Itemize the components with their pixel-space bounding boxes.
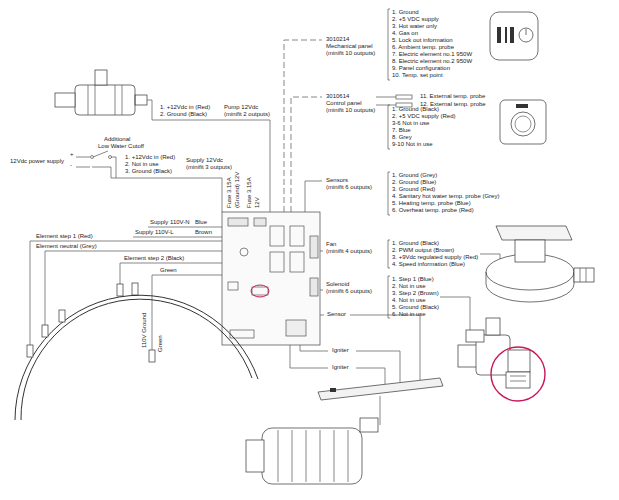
wire-label: Element step 2 (Black) [124, 255, 184, 262]
pin-label: 4. Sanitary hot water temp. probe (Grey) [392, 193, 499, 200]
fuse-label: (Ground) 12V [234, 172, 241, 208]
part-number: 3010614 [326, 93, 349, 100]
pin-label: 2. +5 VDC supply (Red) [392, 113, 456, 120]
wire-label: Element neutral (Grey) [36, 243, 97, 250]
pin-label: 1. Ground (Black) [392, 106, 439, 113]
pin-label: 1. +12Vdc in (Red) [125, 154, 175, 161]
connector-note: (minifit 2 outputs) [224, 111, 270, 118]
wire-color: Green [157, 335, 164, 352]
pin-label: 6. Overheat temp. probe (Red) [392, 207, 474, 214]
connector-note: (minifit 10 outputs) [326, 107, 375, 114]
wire-label: 110V Ground [141, 313, 148, 348]
pin-label: 9. Panel configuration [392, 65, 450, 72]
pin-label: 7. Blue [392, 127, 411, 134]
pin-label: 2. Not in use [125, 161, 159, 168]
wire-label: Supply 110V-N [150, 219, 190, 226]
wire-color: Brown [195, 229, 212, 236]
pin-label: 2. PWM output (Brown) [392, 247, 454, 254]
pin-label: 2. Ground (Black) [160, 111, 207, 118]
part-name: Low Water Cutoff [98, 143, 144, 150]
wire-color: Green [160, 267, 177, 274]
pin-label: 5. Heating temp. probe (Blue) [392, 200, 471, 207]
pin-label: 2. +5 VDC supply [392, 16, 439, 23]
part-name: Sensors [326, 177, 348, 184]
part-name: Sensor [327, 311, 346, 318]
fuse-label: Fuse 3.15A [226, 177, 233, 208]
pin-label: 1. +12Vdc in (Red) [160, 104, 210, 111]
fuse-label: Fuse 3.15A [246, 177, 253, 208]
pin-label: 1. Ground (Grey) [392, 172, 437, 179]
pin-label: 3-6 Not in use [392, 120, 429, 127]
part-name: Pump 12Vdc [224, 104, 258, 111]
part-name: Additional [104, 136, 130, 143]
connector-note: (minifit 6 outputs) [326, 288, 372, 295]
pin-label: 3. Step 2 (Brown) [392, 290, 439, 297]
pin-label: 1. Step 1 (Blue) [392, 276, 434, 283]
part-name: Igniter [332, 347, 349, 354]
part-name: Igniter [332, 364, 349, 371]
pin-label: 6. Not in use [392, 311, 426, 318]
pin-label: 5. Ground (Black) [392, 304, 439, 311]
pin-label: 7. Electric element no.1 950W [392, 51, 472, 58]
pin-label: 3. Ground (Red) [392, 186, 435, 193]
pin-label: 10. Temp. set point [392, 72, 443, 79]
pin-label: 3. Ground (Black) [125, 168, 172, 175]
pin-label: 8. Electric element no.2 950W [392, 58, 472, 65]
connector-note: (minifit 4 outputs) [326, 248, 372, 255]
pin-label: 6. Ambient temp. probe [392, 44, 454, 51]
pin-label: 2. Not in use [392, 283, 426, 290]
part-name: Solenoid [326, 281, 349, 288]
part-name: Fan [326, 241, 336, 248]
polarity-sign: + [70, 151, 74, 158]
pin-label: 5. Lock out information [392, 37, 453, 44]
polarity-sign: - [70, 162, 72, 169]
connector-note: (minifit 6 outputs) [326, 184, 372, 191]
pin-label: 3. Hot water only [392, 23, 437, 30]
wire-label: Supply 110V-L [135, 229, 174, 236]
wire-color: Blue [195, 219, 207, 226]
pin-label: 3. +9Vdc regulated supply (Red) [392, 254, 478, 261]
connector-note: (minifit 10 outputs) [326, 50, 375, 57]
wire-label: Element step 1 (Red) [36, 233, 93, 240]
pin-label: 4. Speed information (Blue) [392, 261, 465, 268]
part-name: Mechanical panel [326, 43, 373, 50]
pin-label: 2. Ground (Blue) [392, 179, 436, 186]
pin-label: 1. Ground [392, 9, 419, 16]
part-name: Supply 12Vdc [186, 157, 223, 164]
pin-label: 8. Grey [392, 134, 412, 141]
pin-label: 4. Gas on [392, 30, 418, 37]
part-name: 12Vdc power supply [10, 158, 64, 165]
pin-label: 4. Not in use [392, 297, 426, 304]
part-number: 3010214 [326, 36, 349, 43]
fuse-label: 12V [254, 197, 261, 208]
connector-note: (minifit 3 outputs) [186, 164, 232, 171]
pin-label: 9-10 Not in use [392, 141, 433, 148]
pin-label: 11. External temp. probe [420, 93, 485, 100]
part-name: Control panel [326, 100, 362, 107]
pin-label: 1. Ground (Black) [392, 240, 439, 247]
